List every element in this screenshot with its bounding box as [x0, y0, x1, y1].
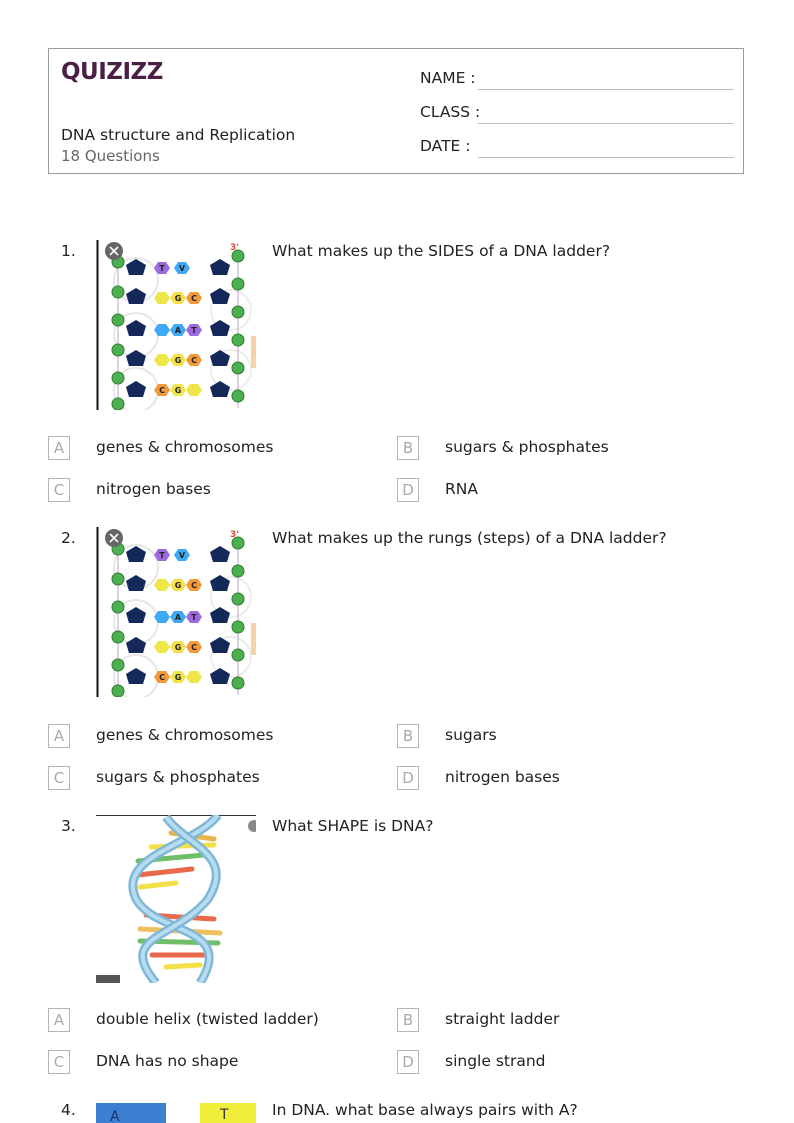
question-text: What SHAPE is DNA? — [272, 817, 434, 835]
quizizz-logo: QUIZIZZ — [61, 59, 163, 85]
option-letter-c[interactable]: C — [48, 1050, 70, 1074]
option-letter-c[interactable]: C — [48, 766, 70, 790]
option-text-d[interactable]: single strand — [445, 1052, 546, 1070]
name-label: NAME : — [420, 69, 476, 87]
option-text-c[interactable]: nitrogen bases — [96, 480, 211, 498]
worksheet-header: QUIZIZZ DNA structure and Replication 18… — [48, 48, 744, 174]
option-letter-b[interactable]: B — [397, 436, 419, 460]
option-text-a[interactable]: genes & chromosomes — [96, 438, 274, 456]
question-text: What makes up the rungs (steps) of a DNA… — [272, 529, 667, 547]
svg-text:T: T — [219, 1107, 229, 1123]
class-field[interactable]: CLASS : — [420, 103, 734, 127]
option-text-b[interactable]: straight ladder — [445, 1010, 560, 1028]
base-pair-puzzle-image: A T — [96, 1101, 256, 1123]
option-text-d[interactable]: nitrogen bases — [445, 768, 560, 786]
option-letter-a[interactable]: A — [48, 724, 70, 748]
question-number: 1. — [61, 242, 76, 260]
option-letter-d[interactable]: D — [397, 1050, 419, 1074]
option-text-a[interactable]: double helix (twisted ladder) — [96, 1010, 319, 1028]
question-count: 18 Questions — [61, 147, 160, 165]
dna-ladder-image — [96, 527, 256, 697]
option-text-c[interactable]: sugars & phosphates — [96, 768, 260, 786]
option-text-d[interactable]: RNA — [445, 480, 478, 498]
option-letter-a[interactable]: A — [48, 1008, 70, 1032]
option-letter-c[interactable]: C — [48, 478, 70, 502]
option-letter-a[interactable]: A — [48, 436, 70, 460]
class-label: CLASS : — [420, 103, 481, 121]
question-number: 4. — [61, 1101, 76, 1119]
date-line[interactable] — [478, 157, 734, 158]
name-line[interactable] — [478, 89, 734, 90]
question-text: What makes up the SIDES of a DNA ladder? — [272, 242, 611, 260]
option-text-a[interactable]: genes & chromosomes — [96, 726, 274, 744]
svg-text:A: A — [110, 1109, 120, 1123]
question-number: 3. — [61, 817, 76, 835]
date-label: DATE : — [420, 137, 471, 155]
option-text-b[interactable]: sugars & phosphates — [445, 438, 609, 456]
option-letter-d[interactable]: D — [397, 766, 419, 790]
worksheet-title: DNA structure and Replication — [61, 126, 296, 144]
name-field[interactable]: NAME : — [420, 69, 734, 93]
question-number: 2. — [61, 529, 76, 547]
option-letter-d[interactable]: D — [397, 478, 419, 502]
option-letter-b[interactable]: B — [397, 1008, 419, 1032]
class-line[interactable] — [478, 123, 734, 124]
option-letter-b[interactable]: B — [397, 724, 419, 748]
question-text: In DNA. what base always pairs with A? — [272, 1101, 578, 1119]
option-text-c[interactable]: DNA has no shape — [96, 1052, 239, 1070]
option-text-b[interactable]: sugars — [445, 726, 497, 744]
double-helix-image — [96, 815, 256, 983]
dna-ladder-image — [96, 240, 256, 410]
date-field[interactable]: DATE : — [420, 137, 734, 161]
